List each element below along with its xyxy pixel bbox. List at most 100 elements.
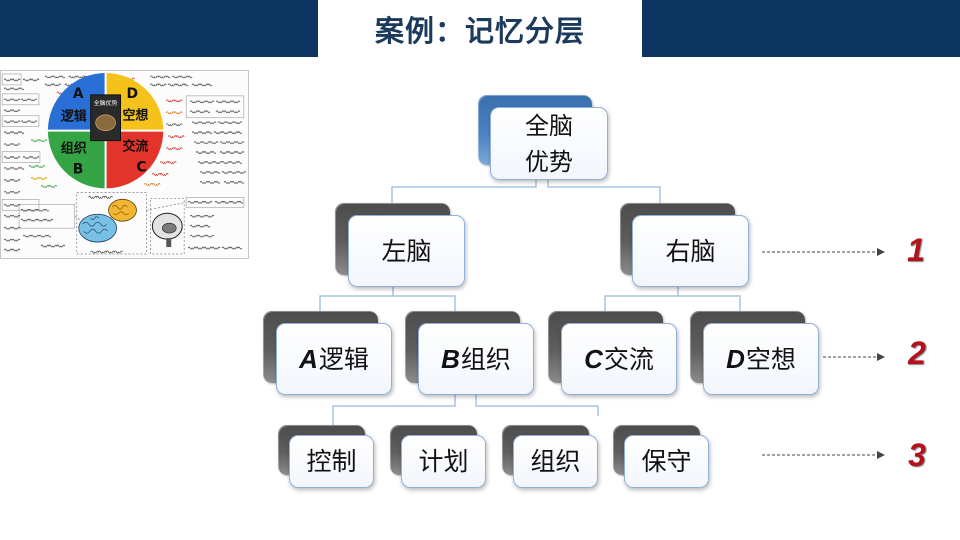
handwriting-scribble [88, 195, 113, 199]
node-letter: A [299, 344, 318, 374]
handwriting-scribble [3, 238, 21, 242]
handwriting-scribble [151, 173, 169, 176]
handwriting-scribble [159, 161, 177, 164]
quadrant-b-letter: B [73, 161, 84, 177]
handwriting-scribble [3, 156, 21, 159]
handwriting-scribble [3, 98, 21, 102]
handwriting-scribble [22, 156, 40, 159]
handwriting-scribble [165, 111, 183, 115]
node-box: 组织 [513, 435, 598, 488]
handwriting-scribble [3, 179, 21, 182]
handwriting-scribbles [3, 75, 247, 254]
handwriting-scribble [217, 121, 243, 125]
node-root-box: 全脑 优势 [490, 107, 608, 180]
node-label: 组织 [460, 344, 511, 374]
handwriting-scribble [44, 75, 66, 79]
node-label: 计划 [418, 447, 469, 476]
node-root-label-line2: 优势 [525, 147, 573, 176]
quadrant-d-label: 空想 [123, 108, 149, 124]
handwriting-scribble [187, 200, 213, 204]
handwriting-scribble [221, 171, 247, 174]
handwriting-scribble [167, 83, 189, 87]
quadrant-labels: A 逻辑 组织 B 交流 C D 空想 [61, 86, 149, 178]
node-letter: B [441, 344, 460, 374]
dashed-frame [76, 192, 147, 255]
node-box: 左脑 [348, 215, 465, 287]
handwriting-scribble [40, 185, 58, 188]
level-number-2: 2 [908, 335, 926, 371]
handwriting-scribble [20, 98, 38, 102]
quadrant-c-letter: C [136, 159, 146, 175]
note-box [1, 115, 40, 128]
handwriting-scribble [90, 250, 123, 254]
note-box [1, 73, 22, 86]
note-box [1, 151, 41, 163]
handwriting-scribble [3, 167, 25, 170]
handwriting-scribble [221, 161, 243, 164]
quadrant-d-letter: D [126, 86, 138, 102]
node-label: 组织 [530, 447, 581, 476]
handwriting-scribble [3, 143, 21, 146]
dashed-connector [146, 201, 187, 211]
node-box: 保守 [624, 435, 709, 488]
slide-title: 案例：记忆分层 [374, 13, 585, 48]
dashed-connector [74, 215, 81, 221]
brain-sketches [74, 192, 187, 255]
handwriting-scribble [171, 75, 193, 79]
handwriting-scribble [40, 244, 66, 248]
handwriting-scribble [215, 100, 241, 104]
connector-line [604, 295, 741, 311]
handwriting-scribble [3, 120, 21, 124]
connector-line [391, 180, 537, 203]
handwriting-scribble [28, 165, 46, 168]
handwriting-scribble [219, 141, 245, 144]
connector-line [547, 180, 661, 203]
connector-line [475, 395, 599, 416]
node-label: 空想 [745, 344, 796, 374]
mind-map-image: 全脑优势 A 逻辑 组织 B 交流 C D 空想 [0, 70, 249, 259]
handwriting-scribble [3, 226, 21, 230]
handwriting-scribble [3, 190, 21, 194]
center-square: 全脑优势 [90, 94, 122, 142]
handwriting-scribble [150, 75, 171, 79]
center-square-label: 全脑优势 [94, 99, 118, 107]
note-box [1, 93, 40, 106]
quadrant-a-letter: A [73, 86, 84, 102]
handwriting-scribble [193, 141, 219, 144]
node-letter: C [584, 344, 603, 374]
orange-brain-icon [108, 198, 137, 222]
quadrant-b [47, 130, 106, 189]
quadrant-b-label: 组织 [61, 141, 87, 157]
mind-map-drawing: 全脑优势 A 逻辑 组织 B 交流 C D 空想 [1, 72, 247, 255]
handwriting-scribble [189, 100, 215, 104]
handwriting-scribble [165, 147, 183, 150]
handwriting-scribble [44, 83, 62, 87]
handwriting-scribble [3, 109, 21, 113]
node-label: 左脑 [381, 236, 432, 266]
handwriting-scribble [213, 131, 243, 135]
node-letter: D [726, 344, 745, 374]
handwriting-scribble [144, 183, 161, 186]
node-label: 保守 [641, 447, 692, 476]
handwriting-scribble [221, 246, 243, 250]
handwriting-scribble [22, 234, 52, 238]
handwriting-scribble [223, 181, 245, 184]
handwriting-scribble [22, 78, 40, 82]
quadrant-c [105, 130, 164, 189]
dashed-frame [150, 197, 185, 255]
title-box: 案例：记忆分层 [318, 0, 642, 57]
handwriting-scribble [199, 171, 221, 174]
handwriting-scribble [30, 177, 48, 180]
node-label: 右脑 [665, 236, 716, 266]
level-number-1: 1 [907, 232, 925, 268]
node-label: 交流 [603, 344, 654, 374]
node-box: 计划 [401, 435, 486, 488]
node-box: 右脑 [632, 215, 749, 287]
handwriting-scribble [30, 139, 48, 143]
handwriting-scribble [3, 78, 21, 82]
handwriting-scribble [215, 110, 241, 114]
